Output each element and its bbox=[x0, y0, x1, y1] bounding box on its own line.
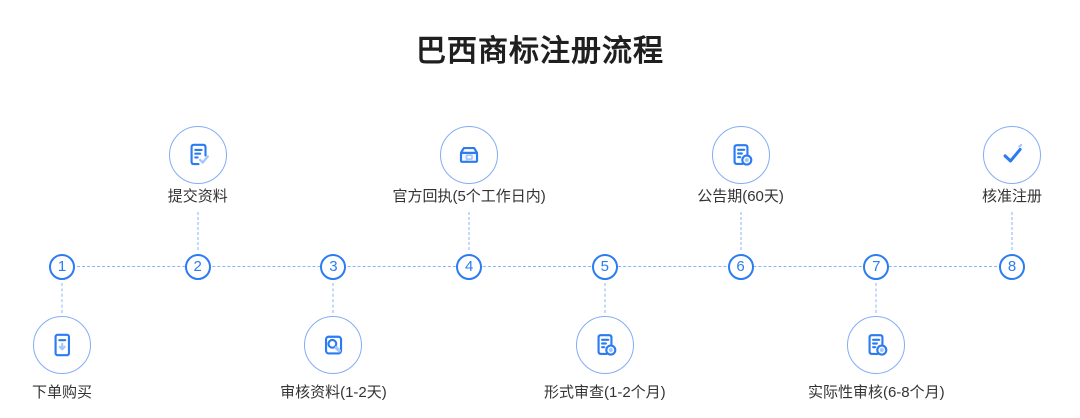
inbox-receipt-icon bbox=[460, 146, 479, 163]
step-label: 公告期(60天) bbox=[697, 188, 784, 205]
timeline-line bbox=[62, 266, 1012, 267]
step-connector-line bbox=[197, 212, 199, 250]
page-title: 巴西商标注册流程 bbox=[416, 35, 664, 68]
step-icon-circle bbox=[983, 126, 1041, 184]
step-connector-line bbox=[332, 283, 334, 313]
approved-check-icon bbox=[1003, 143, 1023, 163]
step-icon-circle bbox=[575, 316, 634, 374]
step-label: 下单购买 bbox=[31, 384, 93, 401]
step-connector-line bbox=[875, 283, 877, 313]
step-label: 官方回执(5个工作日内) bbox=[392, 188, 546, 205]
document-clock-icon bbox=[733, 144, 752, 166]
step-icon-circle bbox=[711, 126, 770, 184]
step-label: 形式审查(1-2个月) bbox=[544, 384, 666, 401]
order-download-icon bbox=[54, 333, 71, 357]
step-label: 核准注册 bbox=[981, 188, 1043, 205]
document-check-icon bbox=[190, 143, 209, 166]
step-label: 提交资料 bbox=[167, 188, 228, 205]
step-icon-circle bbox=[168, 126, 227, 184]
step-number: 8 bbox=[999, 254, 1025, 280]
step-connector-line bbox=[740, 212, 742, 250]
step-number: 4 bbox=[456, 254, 483, 280]
step-number: 5 bbox=[591, 254, 618, 280]
step-label: 实际性审核(6-8个月) bbox=[807, 384, 945, 401]
document-clock-icon bbox=[597, 334, 617, 356]
step-icon-circle bbox=[440, 126, 499, 184]
document-clock-icon bbox=[868, 334, 888, 356]
step-connector-line bbox=[61, 283, 63, 313]
step-number: 1 bbox=[49, 254, 75, 280]
step-icon-circle bbox=[33, 316, 91, 374]
step-number: 3 bbox=[320, 254, 347, 280]
document-search-icon bbox=[325, 335, 343, 355]
step-number: 7 bbox=[863, 254, 890, 280]
step-number: 6 bbox=[727, 254, 754, 280]
step-connector-line bbox=[468, 212, 470, 250]
step-label: 审核资料(1-2天) bbox=[280, 384, 387, 401]
step-connector-line bbox=[604, 283, 606, 313]
step-number: 2 bbox=[184, 254, 211, 280]
step-connector-line bbox=[1011, 212, 1013, 250]
step-icon-circle bbox=[847, 316, 906, 374]
step-icon-circle bbox=[304, 316, 363, 374]
